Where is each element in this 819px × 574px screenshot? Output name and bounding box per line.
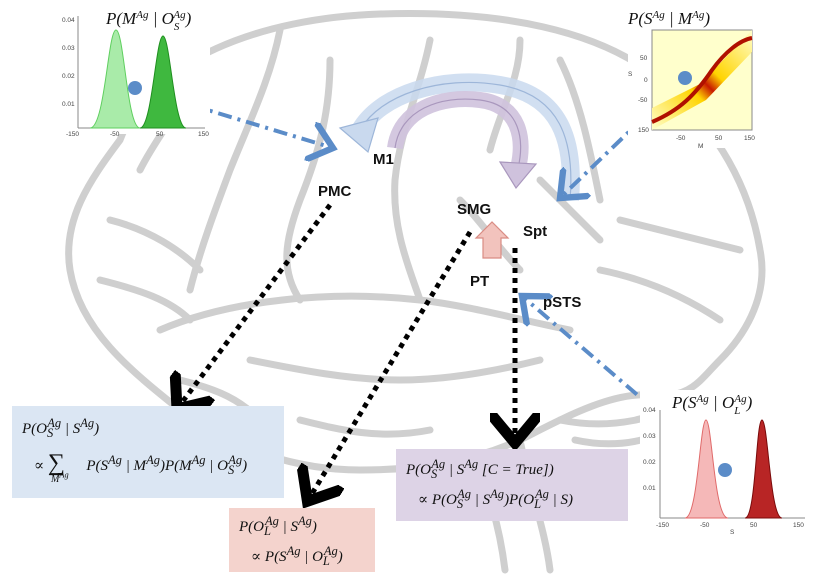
equation-pink-line1: P(OLAg | SAg): [239, 514, 317, 538]
dot-marker: [718, 463, 732, 477]
tick-y: 0.03: [643, 433, 656, 440]
axis-label-y: S: [628, 71, 633, 78]
tick-x: 50: [156, 131, 164, 138]
inset-forward-model-title: P(SAg | MAg): [627, 9, 710, 28]
equation-pink-line2: ∝ P(SAg | OLAg): [251, 543, 343, 568]
red-light-curve: [684, 419, 729, 519]
inset-motor-prior-plot: -150 -50 50 150 0.04 0.03 0.02 0.01: [62, 16, 209, 138]
label-spt: Spt: [523, 223, 547, 240]
equation-box-pink: P(OLAg | SAg) ∝ P(SAg | OLAg): [229, 508, 375, 572]
tick-y: 0: [644, 77, 648, 84]
tick-x: -50: [676, 135, 686, 142]
tick-y: -50: [638, 97, 648, 104]
tick-y: 150: [638, 127, 649, 134]
axis-label-x: S: [730, 529, 735, 536]
label-m1: M1: [373, 151, 394, 168]
pt-arrow: [474, 221, 510, 259]
tick-x: 50: [715, 135, 723, 142]
equation-box-purple: P(OSAg | SAg [C = True]) ∝ P(OSAg | SAg)…: [396, 449, 628, 521]
tick-x: 150: [744, 135, 755, 142]
equation-purple-line1: P(OSAg | SAg [C = True]): [406, 457, 554, 481]
tick-y: 50: [640, 55, 648, 62]
axis-label-x: M: [698, 143, 703, 150]
tick-y: 0.02: [62, 73, 75, 80]
curved-arrow-purple: [387, 91, 538, 190]
equation-blue-line2: ∝ ∑MAg P(SAg | MAg)P(MAg | OSAg): [34, 449, 248, 485]
curved-arrow-blue: [338, 73, 580, 201]
dot-marker: [678, 71, 692, 85]
tick-y: 0.02: [643, 459, 656, 466]
equation-box-blue: P(OSAg | SAg) ∝ ∑MAg P(SAg | MAg)P(MAg |…: [12, 406, 284, 498]
equation-purple-line2: ∝ P(OSAg | SAg)P(OLAg | S): [418, 486, 574, 511]
tick-x: 150: [198, 131, 209, 138]
green-dark-curve: [139, 35, 187, 129]
gyrus-4: [596, 216, 744, 324]
inset-auditory: P(SAg | OLAg) -150 -50 50 150 S 0.04 0.0…: [640, 390, 812, 536]
gyrus-6: [246, 356, 544, 384]
tick-y: 0.04: [643, 407, 656, 414]
dotted-arrow-pmc: [180, 203, 332, 405]
dot-marker: [128, 81, 142, 95]
dotted-arrows: [180, 203, 515, 497]
inset-forward-model: P(SAg | MAg) -50 50 150 M 50 0 -50 150 S: [627, 6, 768, 150]
tick-x: -150: [656, 522, 669, 529]
dotted-arrow-smg: [310, 230, 473, 497]
tick-y: 0.03: [62, 45, 75, 52]
tick-x: 150: [793, 522, 804, 529]
inset-auditory-plot: -150 -50 50 150 S 0.04 0.03 0.02 0.01: [643, 407, 805, 536]
gyrus-8: [283, 56, 334, 304]
label-smg: SMG: [457, 201, 491, 218]
inset-motor-prior: P(MAg | OSAg) -150 -50 50 150 0.04 0.03 …: [62, 6, 210, 138]
label-pt: PT: [470, 273, 489, 290]
tick-x: -50: [110, 131, 120, 138]
tick-x: -150: [66, 131, 79, 138]
label-pmc: PMC: [318, 183, 352, 200]
red-dark-curve: [744, 419, 783, 519]
label-psts: pSTS: [543, 294, 581, 311]
gyrus-1: [186, 26, 284, 294]
tick-x: -50: [700, 522, 710, 529]
heat-band: [652, 30, 752, 130]
equation-blue-line1: P(OSAg | SAg): [22, 416, 100, 440]
gyrus-5: [96, 216, 204, 324]
tick-y: 0.01: [62, 101, 75, 108]
heat-core: [651, 36, 753, 124]
tick-y: 0.01: [643, 485, 656, 492]
tick-y: 0.04: [62, 17, 75, 24]
tick-x: 50: [750, 522, 758, 529]
green-light-curve: [89, 29, 141, 129]
sulcus-lateral: [156, 292, 574, 334]
inset-forward-model-plot: -50 50 150 M 50 0 -50 150 S: [628, 29, 755, 150]
